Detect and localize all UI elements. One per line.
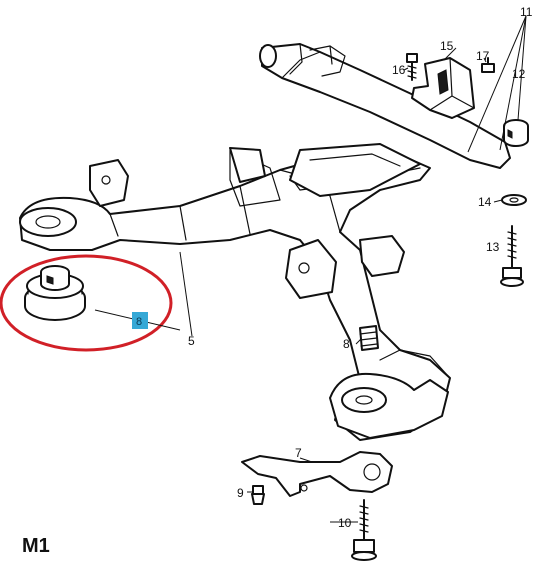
subframe-main — [19, 143, 451, 441]
washer-14 — [501, 194, 527, 206]
callout-10: 10 — [338, 516, 352, 530]
bush-8 — [359, 325, 379, 351]
callout-12: 12 — [512, 67, 526, 81]
callout-8: 8 — [343, 337, 350, 351]
callout-14: 14 — [478, 195, 492, 209]
callout-13: 13 — [486, 240, 500, 254]
highlight-label-text: 8 — [136, 316, 142, 328]
rubber-bush-12 — [503, 119, 529, 147]
highlighted-bush — [24, 265, 86, 321]
selection-ring — [0, 254, 173, 352]
bolt-13 — [500, 225, 524, 287]
callout-17: 17 — [476, 49, 490, 63]
bolt-9 — [251, 485, 265, 505]
diagram-code: M1 — [22, 535, 50, 557]
bracket-7 — [241, 451, 393, 497]
bolt-16 — [406, 53, 418, 81]
callout-15: 15 — [440, 39, 454, 53]
callout-11: 11 — [520, 5, 533, 19]
callout-7: 7 — [295, 446, 302, 460]
callout-16: 16 — [392, 63, 406, 77]
leader-lines — [94, 15, 527, 523]
rear-axle-beam — [259, 43, 511, 169]
callout-9: 9 — [237, 486, 244, 500]
bolt-10 — [351, 499, 377, 561]
bolt-17 — [481, 57, 495, 73]
callout-5: 5 — [188, 334, 195, 348]
highlight-label: 8 — [132, 312, 148, 329]
highlight-label-box — [132, 312, 148, 329]
engine-mount-15 — [411, 57, 475, 119]
